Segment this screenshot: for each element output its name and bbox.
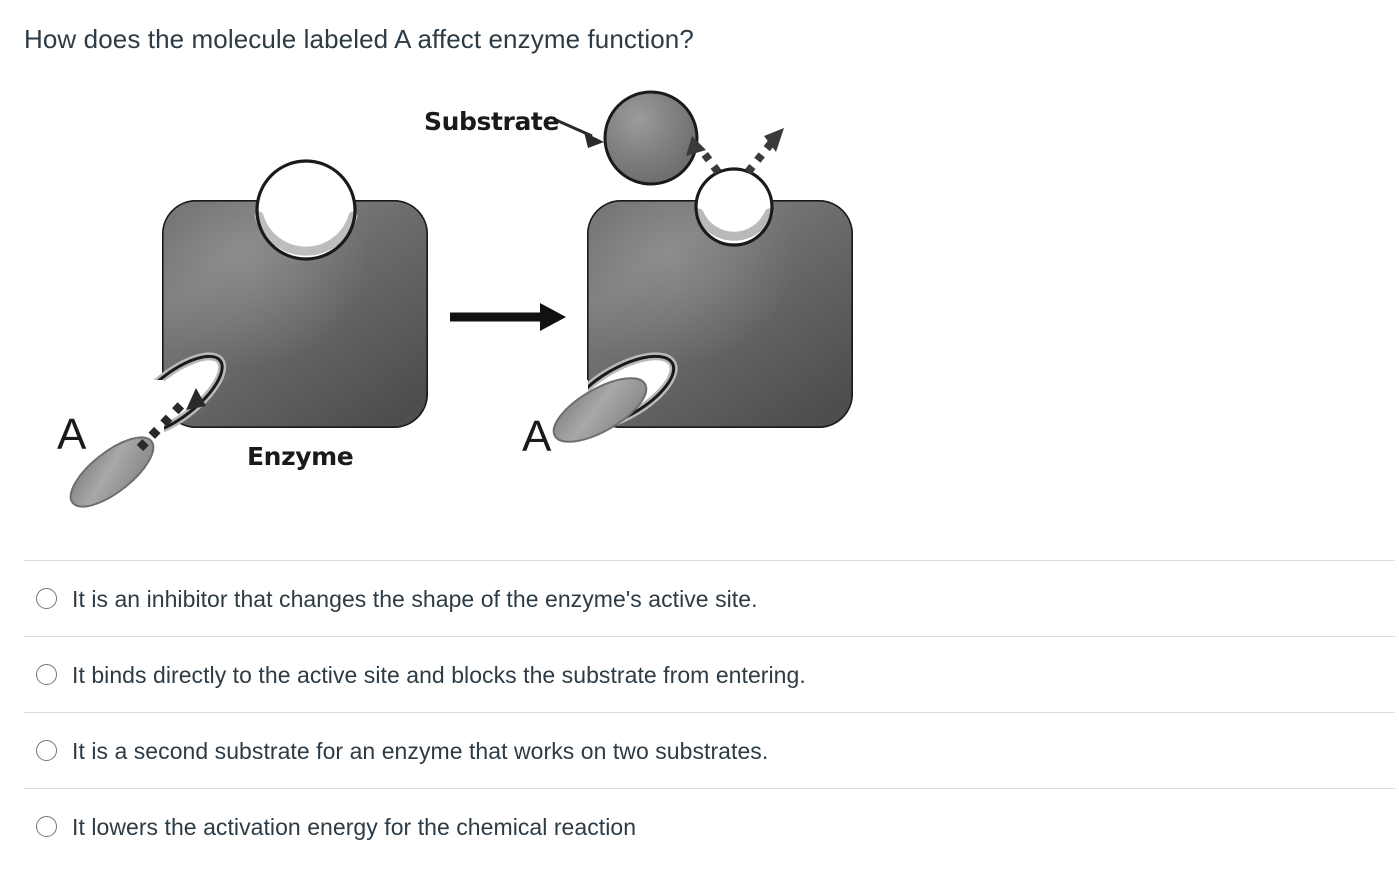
answer-option-a[interactable]: It is an inhibitor that changes the shap… (0, 561, 1399, 636)
answer-option-b[interactable]: It binds directly to the active site and… (0, 637, 1399, 712)
molecule-a-label-left: A (57, 410, 87, 459)
right-enzyme-group (500, 167, 880, 530)
molecule-a-label-right: A (522, 412, 552, 461)
answer-divider (24, 636, 1395, 637)
enzyme-label: Enzyme (247, 442, 354, 471)
answer-label-c: It is a second substrate for an enzyme t… (72, 737, 769, 764)
substrate-label: Substrate (424, 107, 560, 136)
binding-dashed-arrow-left (136, 388, 206, 452)
inhibitor-molecule-right (552, 377, 648, 443)
answer-option-d[interactable]: It lowers the activation energy for the … (0, 789, 1399, 864)
answer-label-b: It binds directly to the active site and… (72, 661, 806, 688)
answer-option-c[interactable]: It is a second substrate for an enzyme t… (0, 713, 1399, 788)
enzyme-diagram: Substrate Enzyme A A (0, 80, 940, 530)
reaction-arrow-icon (450, 303, 566, 331)
substrate-molecule (603, 90, 699, 186)
answer-divider (24, 788, 1395, 789)
radio-button-d[interactable] (36, 816, 57, 837)
dashed-arrow-right-up (744, 128, 784, 175)
answer-divider (24, 560, 1395, 561)
substrate-callout-arrow-icon (555, 118, 604, 148)
inhibitor-molecule-left (69, 436, 155, 508)
page-title: How does the molecule labeled A affect e… (24, 24, 694, 54)
substrate-rejected-arrows (686, 128, 784, 175)
dashed-arrow-left-up (686, 136, 722, 175)
radio-button-a[interactable] (36, 588, 57, 609)
answer-label-d: It lowers the activation energy for the … (72, 813, 637, 840)
radio-button-b[interactable] (36, 664, 57, 685)
answer-label-a: It is an inhibitor that changes the shap… (72, 585, 758, 612)
radio-button-c[interactable] (36, 740, 57, 761)
answer-divider (24, 712, 1395, 713)
answer-list: It is an inhibitor that changes the shap… (0, 560, 1399, 864)
enzyme-diagram-svg (60, 90, 880, 530)
